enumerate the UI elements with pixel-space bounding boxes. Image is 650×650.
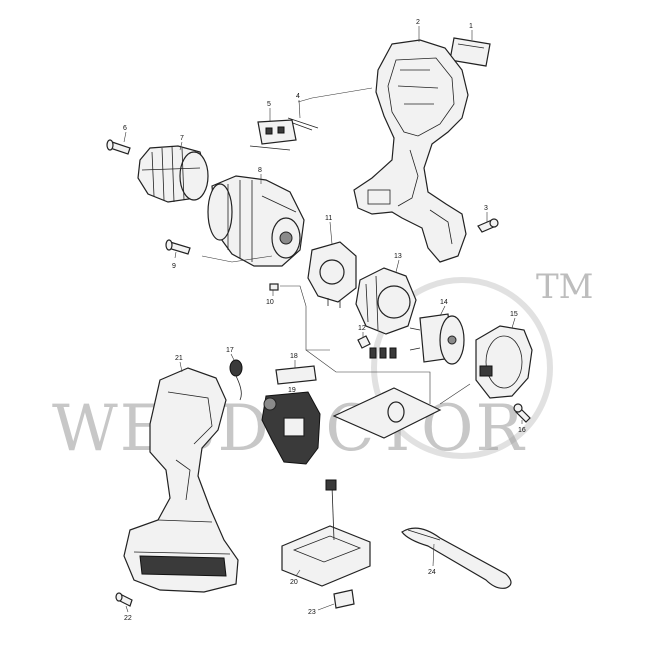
- callout-16: 16: [518, 420, 526, 434]
- part-8-gear-assembly: [207, 175, 305, 267]
- part-14-rotor: [409, 313, 465, 365]
- callout-18-number: 18: [290, 353, 298, 360]
- callout-1-number: 1: [469, 23, 473, 30]
- callout-22-number: 22: [124, 615, 132, 622]
- callout-2-number: 2: [416, 19, 420, 26]
- callout-6-number: 6: [123, 125, 127, 132]
- callout-4-number: 4: [296, 93, 300, 100]
- callout-7-number: 7: [180, 135, 184, 142]
- part-24-strap: [401, 527, 512, 589]
- part-23-label: [333, 589, 355, 609]
- callout-24-number: 24: [428, 569, 436, 576]
- callout-10-number: 10: [266, 299, 274, 306]
- callout-2: 2: [416, 19, 420, 42]
- watermark-ring: [371, 277, 553, 459]
- part-1-label-plate: [449, 37, 491, 67]
- callout-11: 11: [325, 215, 332, 245]
- callout-19: 19: [288, 387, 296, 394]
- callout-19-number: 19: [288, 387, 296, 394]
- callout-11-number: 11: [325, 215, 332, 222]
- callout-10: 10: [266, 290, 274, 306]
- callout-3: 3: [484, 205, 488, 222]
- callout-18: 18: [290, 353, 298, 368]
- callout-15-number: 15: [510, 311, 518, 318]
- callout-14: 14: [439, 299, 448, 317]
- part-19-switch: [261, 391, 321, 465]
- callout-16-number: 16: [518, 427, 526, 434]
- callout-5-number: 5: [267, 101, 271, 108]
- part-9-screw: [165, 239, 191, 255]
- callout-4: 4: [296, 93, 301, 119]
- callout-7: 7: [179, 135, 184, 151]
- callout-12: 12: [358, 325, 366, 338]
- callout-1: 1: [469, 23, 473, 40]
- part-plate-under-motor: [332, 387, 442, 439]
- callout-13-number: 13: [394, 253, 402, 260]
- callout-5: 5: [267, 101, 271, 122]
- part-11-baffle-plate: [307, 241, 357, 308]
- part-7-drill-chuck: [137, 145, 209, 203]
- part-6-screw: [106, 139, 131, 155]
- part-22-screw: [115, 592, 133, 607]
- callout-8: 8: [258, 167, 262, 184]
- part-5-switch-lever: [249, 119, 297, 151]
- callout-8-number: 8: [258, 167, 262, 174]
- callout-20-number: 20: [290, 579, 298, 586]
- part-15-fan-cover: [475, 325, 533, 399]
- callout-3-number: 3: [484, 205, 488, 212]
- callout-17-number: 17: [226, 347, 234, 354]
- watermark-trademark: TM: [536, 267, 594, 307]
- callout-14-number: 14: [440, 299, 448, 306]
- part-18-insulator: [275, 365, 317, 385]
- callout-9: 9: [172, 251, 177, 270]
- callout-20: 20: [290, 569, 301, 586]
- part-16-screw: [513, 403, 531, 423]
- part-13-stator: [355, 267, 417, 359]
- callout-22: 22: [124, 605, 132, 622]
- callout-21: 21: [175, 355, 183, 373]
- callout-23-number: 23: [308, 609, 316, 616]
- callout-12-number: 12: [358, 325, 366, 332]
- callout-9-number: 9: [172, 263, 176, 270]
- leader-lines: [201, 87, 471, 405]
- part-21-housing-half: [123, 367, 239, 593]
- callout-6: 6: [123, 125, 127, 143]
- part-10-pin: [269, 283, 279, 291]
- part-12-pin: [357, 335, 371, 349]
- callout-21-number: 21: [175, 355, 183, 362]
- part-3-screw: [477, 218, 499, 233]
- callout-13: 13: [394, 253, 402, 273]
- part-17-led: [229, 359, 243, 401]
- callout-23: 23: [308, 603, 335, 616]
- callout-24: 24: [428, 543, 436, 576]
- part-20-controller-board: [281, 479, 371, 587]
- callout-15: 15: [510, 311, 518, 329]
- callout-17: 17: [226, 347, 235, 361]
- part-2-housing-half: [353, 39, 469, 263]
- part-4-spring: [287, 117, 319, 131]
